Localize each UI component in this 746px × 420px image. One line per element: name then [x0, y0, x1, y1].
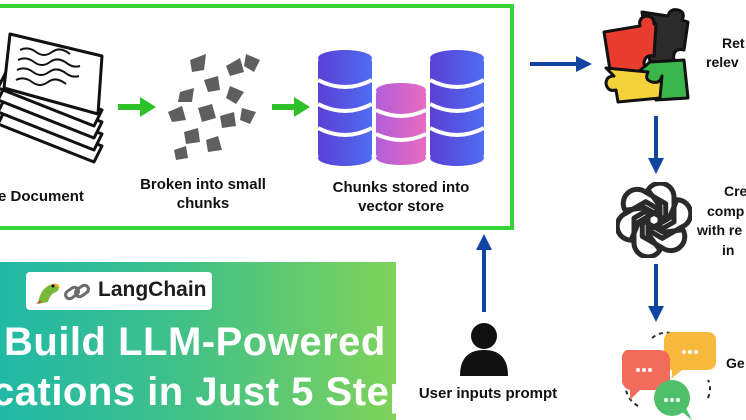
parrot-icon	[36, 283, 60, 304]
arrow-up-icon	[476, 234, 492, 312]
openai-logo-icon	[616, 182, 692, 258]
database-icon	[317, 50, 485, 166]
arrow-right-icon	[272, 97, 310, 117]
create-label-line3: with re	[697, 222, 743, 238]
create-label-line2: comp	[707, 203, 745, 219]
retrieve-label: Ret	[722, 34, 745, 53]
arrow-down-icon	[648, 264, 664, 322]
arrow-down-icon	[648, 116, 664, 174]
retrieve-label-line2: relev	[706, 54, 739, 70]
title-banner: LangChain ​Build LLM-Powered cations in …	[0, 262, 396, 420]
headline-line2: cations in Just 5 Steps!	[0, 370, 396, 414]
user-icon	[460, 323, 508, 376]
user-label: User inputs prompt	[418, 385, 558, 402]
paper-shreds-icon	[168, 54, 260, 160]
arrow-right-icon	[118, 97, 156, 117]
create-label-line4: in	[722, 242, 735, 258]
vector-store-label-line1: Chunks stored into	[332, 179, 470, 196]
headline-line1-text: Build LLM-Powered	[4, 320, 386, 364]
vector-store-label: Chunks stored into vector store	[316, 178, 486, 216]
chunks-label-line1: Broken into small	[140, 176, 266, 193]
chain-link-icon	[64, 283, 90, 301]
vector-store-label-line2: vector store	[358, 198, 444, 215]
arrow-right-icon	[530, 56, 592, 72]
chunks-label-line2: chunks	[176, 195, 230, 212]
langchain-badge: LangChain	[26, 272, 212, 310]
create-label-line1: Cre	[724, 183, 746, 199]
retrieve-label-line1: Ret	[722, 35, 745, 51]
headline-line1: ​Build LLM-Powered	[0, 320, 386, 365]
document-label: e Document	[0, 188, 84, 205]
chat-bubbles-icon	[621, 331, 716, 420]
chunks-label: Broken into small chunks	[130, 175, 276, 213]
ingestion-box	[0, 4, 514, 230]
langchain-text: LangChain	[98, 278, 207, 301]
generate-label: Ge	[726, 355, 745, 371]
puzzle-icon	[602, 8, 690, 104]
document-stack-icon	[0, 32, 104, 164]
